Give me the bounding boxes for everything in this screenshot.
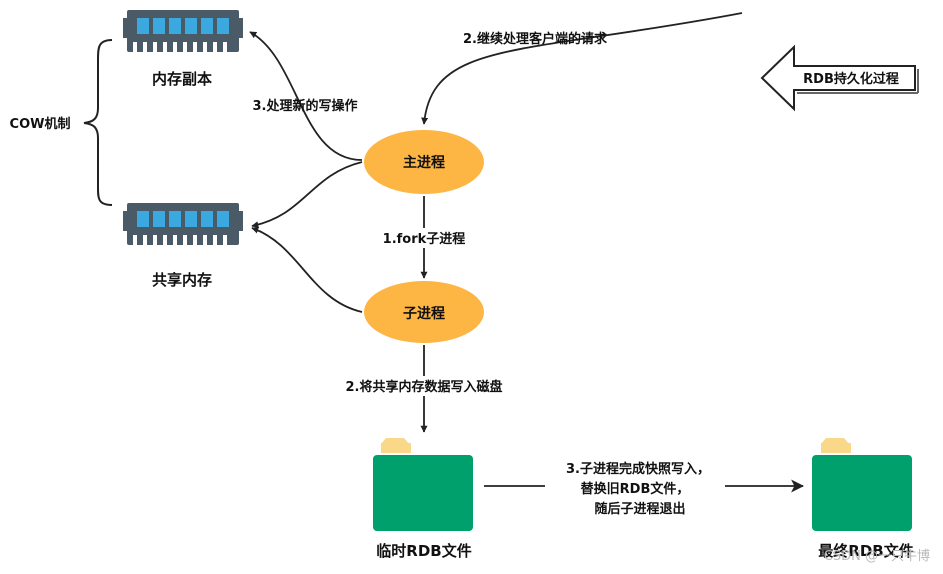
- arrow-child-to-shared: [251, 226, 363, 313]
- fork-label: 1.fork子进程: [383, 232, 466, 247]
- folder-icon: [812, 438, 912, 531]
- continue-requests-label: 2.继续处理客户端的请求: [463, 31, 608, 47]
- hollow-arrow-icon: [760, 44, 919, 112]
- finish-line-3: 随后子进程退出: [594, 501, 685, 517]
- main-process-node: [364, 130, 484, 194]
- cow-label: COW机制: [10, 116, 71, 132]
- memory-copy-label: 内存副本: [152, 70, 212, 88]
- final-rdb-label: 最终RDB文件: [818, 542, 913, 560]
- new-writes-label: 3.处理新的写操作: [253, 98, 358, 114]
- folder-icon: [373, 438, 473, 531]
- temp-rdb-label: 临时RDB文件: [376, 542, 471, 560]
- write-disk-label: 2.将共享内存数据写入磁盘: [346, 379, 503, 395]
- child-process-label: 子进程: [403, 306, 445, 322]
- arrow-main-to-shared: [251, 161, 363, 229]
- arrow-main-to-memory-copy: [249, 31, 363, 161]
- shared-memory-label: 共享内存: [152, 271, 212, 289]
- finish-line-1: 3.子进程完成快照写入，: [566, 461, 710, 477]
- memory-chip-icon: [123, 203, 243, 245]
- finish-line-2: 替换旧RDB文件，: [581, 481, 690, 497]
- rdb-persist-label: RDB持久化过程: [803, 71, 899, 87]
- main-process-label: 主进程: [403, 154, 445, 171]
- child-process-node: [364, 281, 484, 343]
- watermark: CSDN @一只牛博: [824, 549, 930, 564]
- cow-brace: [83, 39, 113, 206]
- arrow-client-requests: [421, 12, 743, 125]
- memory-chip-icon: [123, 10, 243, 52]
